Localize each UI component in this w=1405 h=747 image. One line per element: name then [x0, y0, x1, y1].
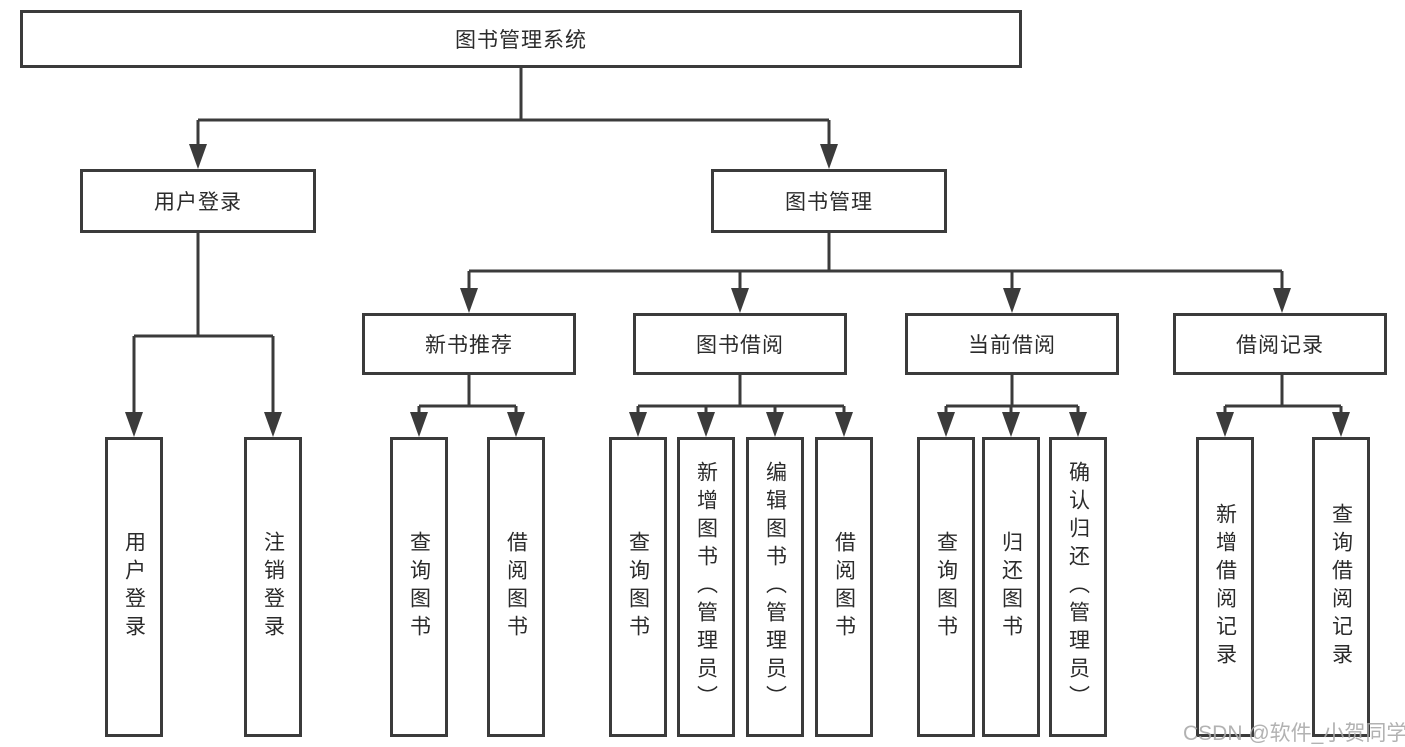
node-label: 新书推荐: [425, 334, 513, 357]
leaf-label: 新增图书（管理员）: [694, 461, 718, 713]
leaf-query-borrow-record: 查询借阅记录: [1312, 437, 1370, 737]
leaf-label: 查询图书: [407, 531, 431, 643]
leaf-label: 查询图书: [934, 531, 958, 643]
node-library-management-system: 图书管理系统: [20, 10, 1022, 68]
leaf-label: 新增借阅记录: [1213, 503, 1237, 671]
leaf-return-book: 归还图书: [982, 437, 1040, 737]
leaf-confirm-return-admin: 确认归还（管理员）: [1049, 437, 1107, 737]
leaf-label: 归还图书: [999, 531, 1023, 643]
leaf-query-books-recommend: 查询图书: [390, 437, 448, 737]
csdn-watermark: CSDN @软件_小贺同学: [1183, 722, 1405, 745]
node-book-borrowing: 图书借阅: [633, 313, 847, 375]
leaf-label: 查询图书: [626, 531, 650, 643]
leaf-logout: 注销登录: [244, 437, 302, 737]
leaf-edit-book-admin: 编辑图书（管理员）: [746, 437, 804, 737]
leaf-query-books-current: 查询图书: [917, 437, 975, 737]
node-user-login: 用户登录: [80, 169, 316, 233]
node-label: 图书管理: [785, 191, 873, 214]
node-label: 借阅记录: [1236, 334, 1324, 357]
arrowheads: [125, 144, 1350, 437]
leaf-label: 借阅图书: [832, 531, 856, 643]
node-new-book-recommendation: 新书推荐: [362, 313, 576, 375]
node-label: 图书管理系统: [455, 29, 587, 52]
node-current-borrowing: 当前借阅: [905, 313, 1119, 375]
node-label: 用户登录: [154, 191, 242, 214]
leaf-borrow-books-recommend: 借阅图书: [487, 437, 545, 737]
node-book-management: 图书管理: [711, 169, 947, 233]
leaf-label: 注销登录: [261, 531, 285, 643]
leaf-label: 查询借阅记录: [1329, 503, 1353, 671]
leaf-label: 编辑图书（管理员）: [763, 461, 787, 713]
leaf-label: 确认归还（管理员）: [1066, 461, 1090, 713]
node-borrowing-records: 借阅记录: [1173, 313, 1387, 375]
leaf-label: 借阅图书: [504, 531, 528, 643]
node-label: 当前借阅: [968, 334, 1056, 357]
leaf-borrow-books: 借阅图书: [815, 437, 873, 737]
leaf-label: 用户登录: [122, 531, 146, 643]
leaf-add-borrow-record: 新增借阅记录: [1196, 437, 1254, 737]
node-label: 图书借阅: [696, 334, 784, 357]
leaf-query-books-borrow: 查询图书: [609, 437, 667, 737]
leaf-add-book-admin: 新增图书（管理员）: [677, 437, 735, 737]
leaf-user-login: 用户登录: [105, 437, 163, 737]
